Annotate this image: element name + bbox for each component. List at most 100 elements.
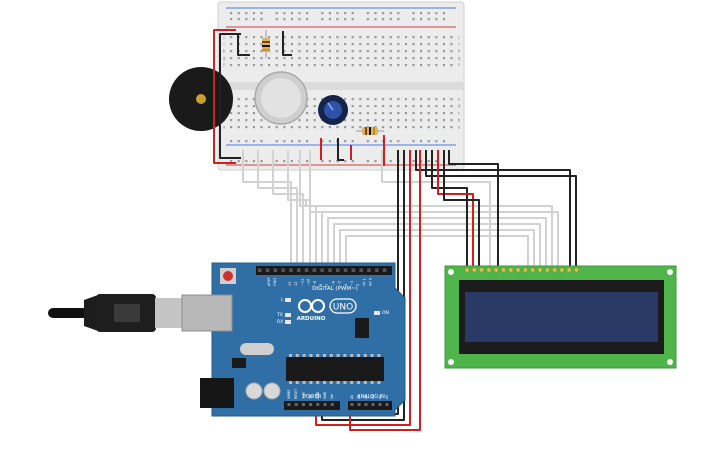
lcd-mount-hole-br xyxy=(667,359,673,365)
power-pin-label: IOREF xyxy=(287,389,291,399)
digital-header-label: DIGITAL (PWM~) xyxy=(312,286,358,292)
wire-top-black-1 xyxy=(237,33,250,56)
digital-pin-label: ~6 xyxy=(331,281,335,286)
digital-pin-label: TX 1 xyxy=(362,278,366,287)
gas-sensor-mesh xyxy=(261,78,301,118)
breadboard-row-label-left: h xyxy=(223,49,226,55)
breadboard-row-label-right: h xyxy=(458,49,461,55)
analog-header xyxy=(348,401,392,410)
arduino-usb-port xyxy=(181,294,233,332)
breadboard-row-label-right: e xyxy=(458,98,461,103)
arduino-logo-text: ARDUINO xyxy=(297,316,326,322)
wire-white-pot-lcd xyxy=(381,150,491,268)
wire-white-d1 xyxy=(242,150,292,268)
wire-white-lcd-5 xyxy=(305,200,553,268)
digital-pin-label: 13 xyxy=(288,282,292,286)
analog-header-label: ANALOG IN xyxy=(357,394,385,400)
analog-pin-label: A0 xyxy=(350,395,354,399)
breadboard-row-label-right: i xyxy=(458,42,459,48)
wire-white-d2 xyxy=(257,150,298,268)
infinity-right xyxy=(311,299,325,313)
pot-indicator xyxy=(327,102,334,111)
reset-button xyxy=(223,271,233,281)
lcd-screen xyxy=(465,292,658,342)
wire-white-lcd-6 xyxy=(312,211,559,268)
breadboard-row-label-left: i xyxy=(223,42,224,48)
resistor-top xyxy=(262,30,270,58)
resistor-right xyxy=(356,127,384,135)
uno-badge-text: UNO xyxy=(333,303,353,313)
led-tx xyxy=(285,313,291,317)
buzzer-center xyxy=(196,94,206,104)
tx-led-label: TX xyxy=(276,312,283,318)
icsp-header xyxy=(355,318,369,338)
arduino-power-jack xyxy=(200,378,234,408)
power-pin-label: GND xyxy=(323,391,327,399)
breadboard-row-label-right: b xyxy=(458,118,461,124)
aref-label: AREF xyxy=(267,277,271,286)
power-pin-label: GND xyxy=(316,391,320,399)
capacitor-1 xyxy=(245,382,263,400)
digital-pin-label: 8 xyxy=(319,284,323,286)
wire-left-black xyxy=(219,33,241,159)
usb-cable-end xyxy=(48,308,88,318)
lcd-mount-hole-bl xyxy=(448,359,454,365)
breadboard-row-label-right: a xyxy=(458,126,461,131)
wire-black-lcd-2 xyxy=(425,150,577,268)
wire-black-lcd-1 xyxy=(415,150,571,268)
led-on xyxy=(374,311,380,315)
wire-red-5v xyxy=(315,150,411,426)
wire-pot-black xyxy=(337,138,344,161)
uno-badge xyxy=(329,298,357,314)
led-l xyxy=(285,298,291,302)
power-pin-label: Vin xyxy=(330,394,334,399)
power-pin-label: RESET xyxy=(294,389,298,399)
l-led-label: L xyxy=(281,297,284,303)
digital-pin-label: ~3 xyxy=(350,281,354,286)
wire-white-lcd-2 xyxy=(333,223,541,268)
wire-left-red xyxy=(213,29,236,164)
wire-red-vin xyxy=(349,150,421,431)
analog-pin-label: A2 xyxy=(364,395,368,399)
power-pin-label: 5V xyxy=(309,394,313,399)
crystal xyxy=(240,343,274,355)
breadboard-row-label-left: g xyxy=(223,57,226,62)
piezo-buzzer xyxy=(169,67,233,131)
analog-pin-label: A5 xyxy=(385,395,389,399)
breadboard-row-label-left: a xyxy=(223,126,226,131)
breadboard-row-label-right: c xyxy=(458,112,461,117)
wire-black-lcd-5 xyxy=(448,150,499,268)
wire-black-lcd-3 xyxy=(431,150,468,268)
capacitor-2 xyxy=(263,382,281,400)
rx-led-label: RX xyxy=(277,319,283,325)
arduino-uno: DIGITAL (PWM~) L TX RX ON ARDUINO UNO PO… xyxy=(181,262,406,417)
analog-pin-label: A3 xyxy=(371,395,375,399)
wire-white-lcd-1 xyxy=(327,217,547,268)
usb-cable xyxy=(48,294,189,332)
digital-pin-label: 7 xyxy=(325,284,329,286)
breadboard-row-label-right: g xyxy=(458,57,461,62)
gnd-label: GND xyxy=(273,278,277,286)
digital-pin-label: ~11 xyxy=(300,279,304,286)
lcd-16x2 xyxy=(444,265,677,369)
digital-pin-label: 2 xyxy=(356,284,360,286)
usb-chip xyxy=(232,358,246,368)
breadboard-row-label-left: j xyxy=(222,35,224,41)
lcd-mount-hole-tr xyxy=(667,269,673,275)
breadboard-row-label-right: f xyxy=(458,63,460,69)
analog-pin-label: A4 xyxy=(378,395,382,399)
digital-pin-label: ~9 xyxy=(313,281,317,286)
wire-white-lcd-3 xyxy=(339,229,535,268)
digital-pin-label: ~5 xyxy=(338,281,342,286)
led-rx xyxy=(285,320,291,324)
arduino-logo: ARDUINO UNO xyxy=(297,298,357,322)
breadboard-row-label-right: j xyxy=(457,35,459,41)
breadboard: aabbccddeeffgghhiijj xyxy=(217,1,465,171)
digital-header xyxy=(256,266,392,275)
breadboard-row-label-left: f xyxy=(223,63,225,69)
digital-pin-label: ~10 xyxy=(307,279,311,286)
wire-white-lcd-4 xyxy=(345,235,529,268)
potentiometer xyxy=(318,95,348,125)
wire-top-black-2 xyxy=(282,31,292,56)
